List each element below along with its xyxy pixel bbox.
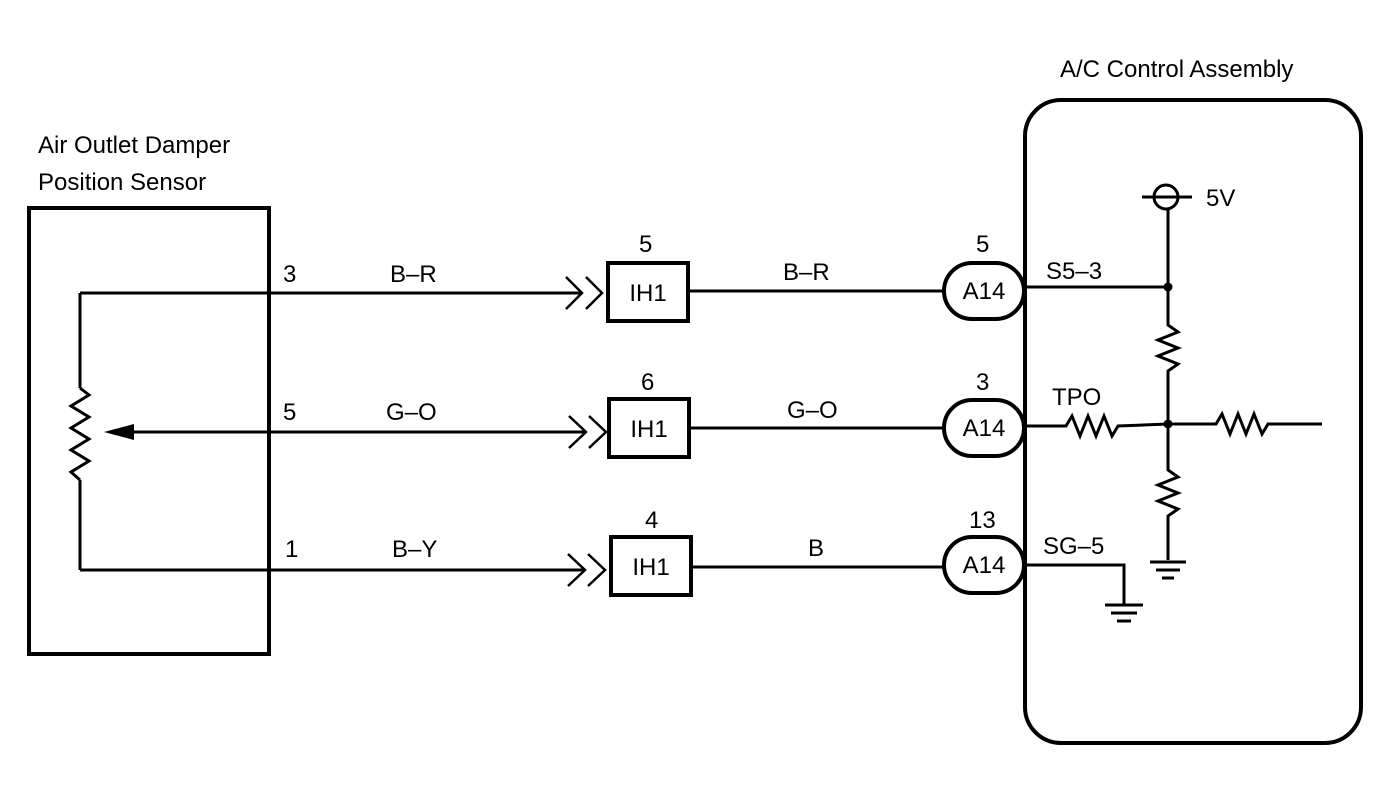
connector-arrow-row3-b bbox=[587, 553, 607, 587]
connector-a14-row2 bbox=[942, 398, 1026, 458]
connector-ih1-row3 bbox=[609, 535, 693, 597]
wiper-arrow-icon bbox=[104, 424, 134, 440]
ih1-pin-row3: 4 bbox=[645, 507, 658, 534]
a14-label-row1: A14 bbox=[963, 278, 1006, 305]
a14-label-row3: A14 bbox=[963, 552, 1006, 579]
wire-color-row1-right: B–R bbox=[783, 259, 830, 286]
sensor-pin-row3: 1 bbox=[285, 536, 298, 563]
ecu-title: A/C Control Assembly bbox=[1060, 56, 1293, 83]
ground-icon-internal bbox=[1150, 560, 1186, 580]
wire-color-row2-right: G–O bbox=[787, 397, 838, 424]
sensor-title-line1: Air Outlet Damper bbox=[38, 132, 230, 159]
ecu-terminal-s5: S5–3 bbox=[1046, 258, 1102, 285]
ecu-wire-sg bbox=[1025, 563, 1126, 604]
sensor-title-line2: Position Sensor bbox=[38, 169, 206, 196]
tpo-resistor-icon bbox=[1025, 411, 1169, 441]
supply-label: 5V bbox=[1206, 185, 1235, 212]
ecu-terminal-tpo: TPO bbox=[1052, 384, 1101, 411]
connector-arrow-row1-b bbox=[585, 276, 604, 310]
sensor-pin-row2: 5 bbox=[283, 399, 296, 426]
connector-arrow-row1-a bbox=[565, 276, 584, 310]
ground-icon-sg bbox=[1105, 603, 1143, 623]
ih1-label-row3: IH1 bbox=[632, 554, 669, 581]
connector-a14-row3 bbox=[942, 535, 1026, 595]
connector-a14-row1 bbox=[942, 261, 1026, 321]
a14-pin-row2: 3 bbox=[976, 369, 989, 396]
a14-pin-row3: 13 bbox=[969, 507, 996, 534]
ih1-label-row2: IH1 bbox=[630, 416, 667, 443]
connector-ih1-row1 bbox=[606, 261, 690, 323]
pulldown-resistor-icon bbox=[1153, 424, 1183, 560]
ecu-terminal-sg: SG–5 bbox=[1043, 533, 1104, 560]
wire-color-row2-left: G–O bbox=[386, 399, 437, 426]
ih1-pin-row2: 6 bbox=[641, 369, 654, 396]
output-resistor-icon bbox=[1168, 409, 1322, 439]
wire-color-row3-left: B–Y bbox=[392, 536, 437, 563]
pullup-resistor-icon bbox=[1153, 287, 1183, 424]
wire-color-row1-left: B–R bbox=[390, 261, 437, 288]
connector-ih1-row2 bbox=[607, 397, 691, 459]
ih1-label-row1: IH1 bbox=[629, 280, 666, 307]
connector-arrow-row2-a bbox=[568, 415, 588, 449]
wire-color-row3-right: B bbox=[808, 535, 824, 562]
connector-arrow-row2-b bbox=[588, 415, 608, 449]
ih1-pin-row1: 5 bbox=[639, 231, 652, 258]
a14-pin-row1: 5 bbox=[976, 231, 989, 258]
a14-label-row2: A14 bbox=[963, 415, 1006, 442]
sensor-pin-row1: 3 bbox=[283, 261, 296, 288]
potentiometer-resistor-icon bbox=[68, 386, 92, 482]
connector-arrow-row3-a bbox=[567, 553, 587, 587]
